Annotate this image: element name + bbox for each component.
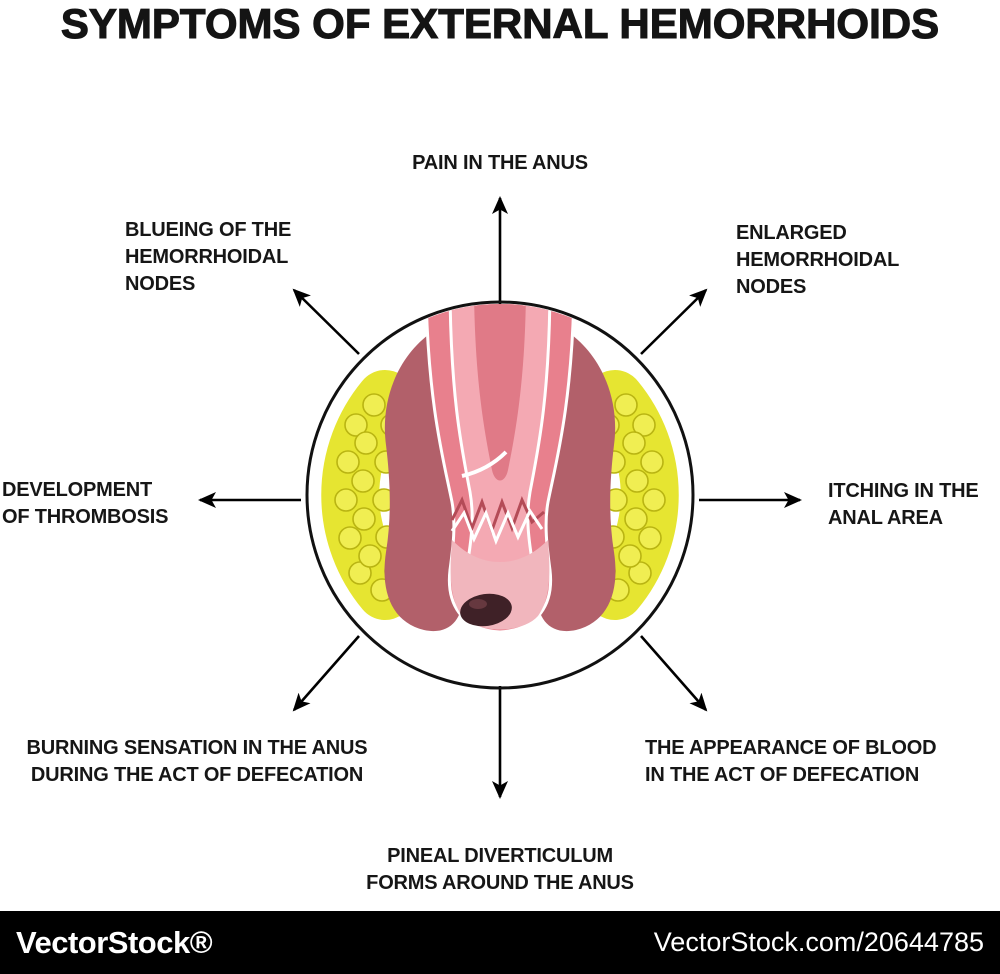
symptom-label-burning: BURNING SENSATION IN THE ANUS DURING THE… (26, 737, 368, 786)
anatomy-illustration (305, 300, 695, 690)
symptom-label-itching: ITCHING IN THE ANAL AREA (828, 480, 979, 529)
mucosal-fold (461, 450, 508, 478)
symptom-label-enlarged: ENLARGED HEMORRHOIDAL NODES (736, 222, 900, 298)
anatomy-circle-outline (305, 300, 695, 690)
arrow-top-right-icon (640, 288, 708, 355)
symptom-label-diverticulum: PINEAL DIVERTICULUM FORMS AROUND THE ANU… (366, 845, 634, 894)
page-title: SYMPTOMS OF EXTERNAL HEMORRHOIDS (60, 0, 940, 48)
arrow-bottom-left-icon (292, 635, 360, 712)
symptom-arrows (198, 196, 802, 799)
symptom-label-thrombosis: DEVELOPMENT OF THROMBOSIS (2, 479, 169, 528)
watermark-url: VectorStock.com/20644785 (653, 927, 984, 957)
dentate-line-white (450, 507, 544, 546)
watermark-logo: VectorStock® (16, 924, 213, 960)
symptom-label-pain: PAIN IN THE ANUS (412, 152, 588, 174)
arrow-top-left-icon (292, 288, 360, 355)
arrow-bottom-right-icon (640, 635, 708, 712)
watermark-bar: VectorStock® VectorStock.com/20644785 (0, 911, 1000, 974)
node-highlight (469, 599, 487, 609)
dentate-line-red (450, 496, 545, 535)
rectal-lumen (474, 304, 526, 481)
symptom-label-blood: THE APPEARANCE OF BLOOD IN THE ACT OF DE… (645, 737, 937, 786)
symptom-label-blueing: BLUEING OF THE HEMORRHOIDAL NODES (125, 219, 292, 295)
